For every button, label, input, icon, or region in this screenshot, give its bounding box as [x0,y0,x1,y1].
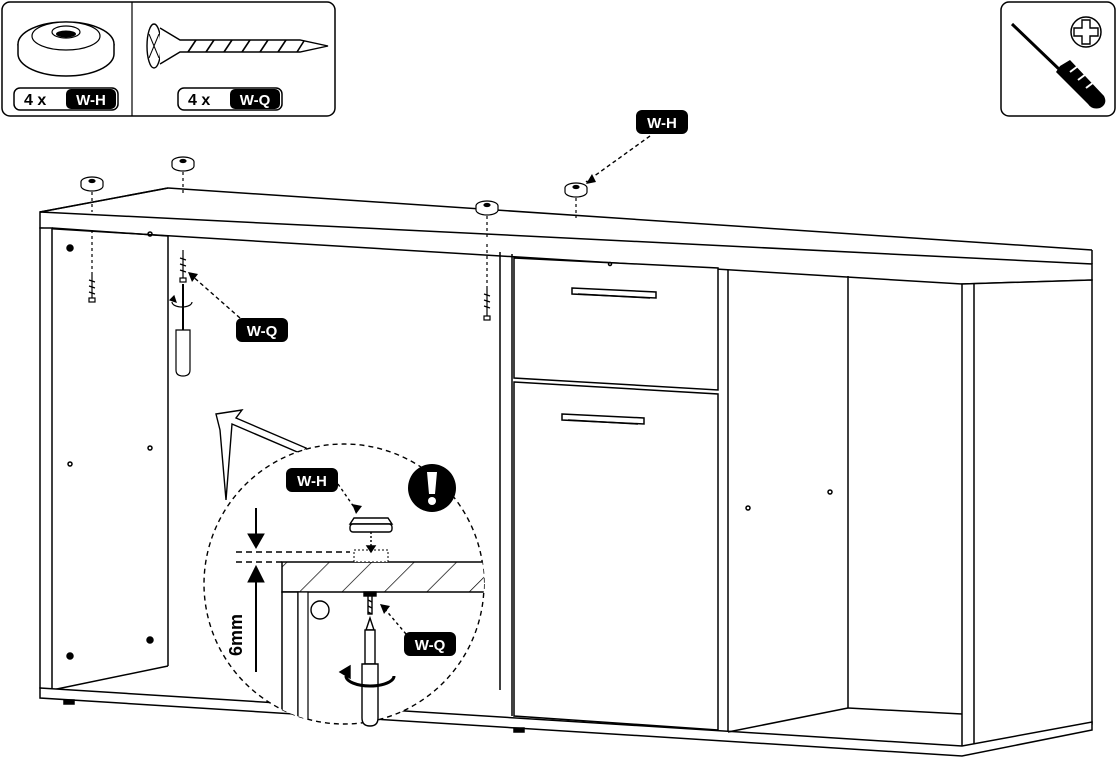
screw-code: W-Q [240,92,271,109]
exclamation-icon [408,464,456,512]
right-side-panel [961,279,1093,749]
top-board-section [281,561,484,593]
phillips-head-icon [1070,16,1102,48]
screw-icon [146,23,329,69]
screw-2 [179,250,187,283]
tool-box [1000,1,1116,117]
callout-detail-washer-label: W-H [297,473,327,490]
door-handle [561,413,645,425]
cabinet [39,187,1093,757]
dimension-label: 6mm [226,614,246,656]
callout-top-washer: W-H [585,110,688,184]
detail-screw-icon [363,591,377,615]
screw-qty: 4 x [188,92,210,109]
washer-3 [475,200,499,216]
callout-left-screw-label: W-Q [247,323,278,340]
left-side-panel [39,227,53,691]
washer-qty: 4 x [24,92,46,109]
parts-box: 4 x W-H 4 x W-Q [1,1,336,117]
door [513,381,719,731]
callout-left-screw: W-Q [188,272,288,342]
washer-icon [17,21,115,77]
screws-under-top [88,250,491,321]
washer-code: W-H [76,92,106,109]
washer-1 [80,176,104,192]
detail-view: 6mm W-H [203,443,485,727]
screw-qty-tag: 4 x W-Q [177,87,283,111]
callout-detail-screw: W-Q [380,604,456,656]
top-washers [80,156,588,216]
detail-screwdriver-icon [338,615,396,727]
phillips-screwdriver-icon [1010,22,1106,109]
drawer [513,257,719,391]
screw-3 [483,286,491,321]
small-screwdriver-icon [168,284,193,377]
drawer-handle [571,287,657,299]
washer-qty-tag: 4 x W-H [13,87,119,111]
washer-4 [564,182,588,198]
dimension-marker [247,508,265,672]
callout-detail-screw-label: W-Q [415,637,446,654]
callout-top-washer-label: W-H [647,115,677,132]
detail-washer-icon [348,517,394,554]
callout-detail-washer: W-H [286,468,362,514]
washer-2 [171,156,195,172]
